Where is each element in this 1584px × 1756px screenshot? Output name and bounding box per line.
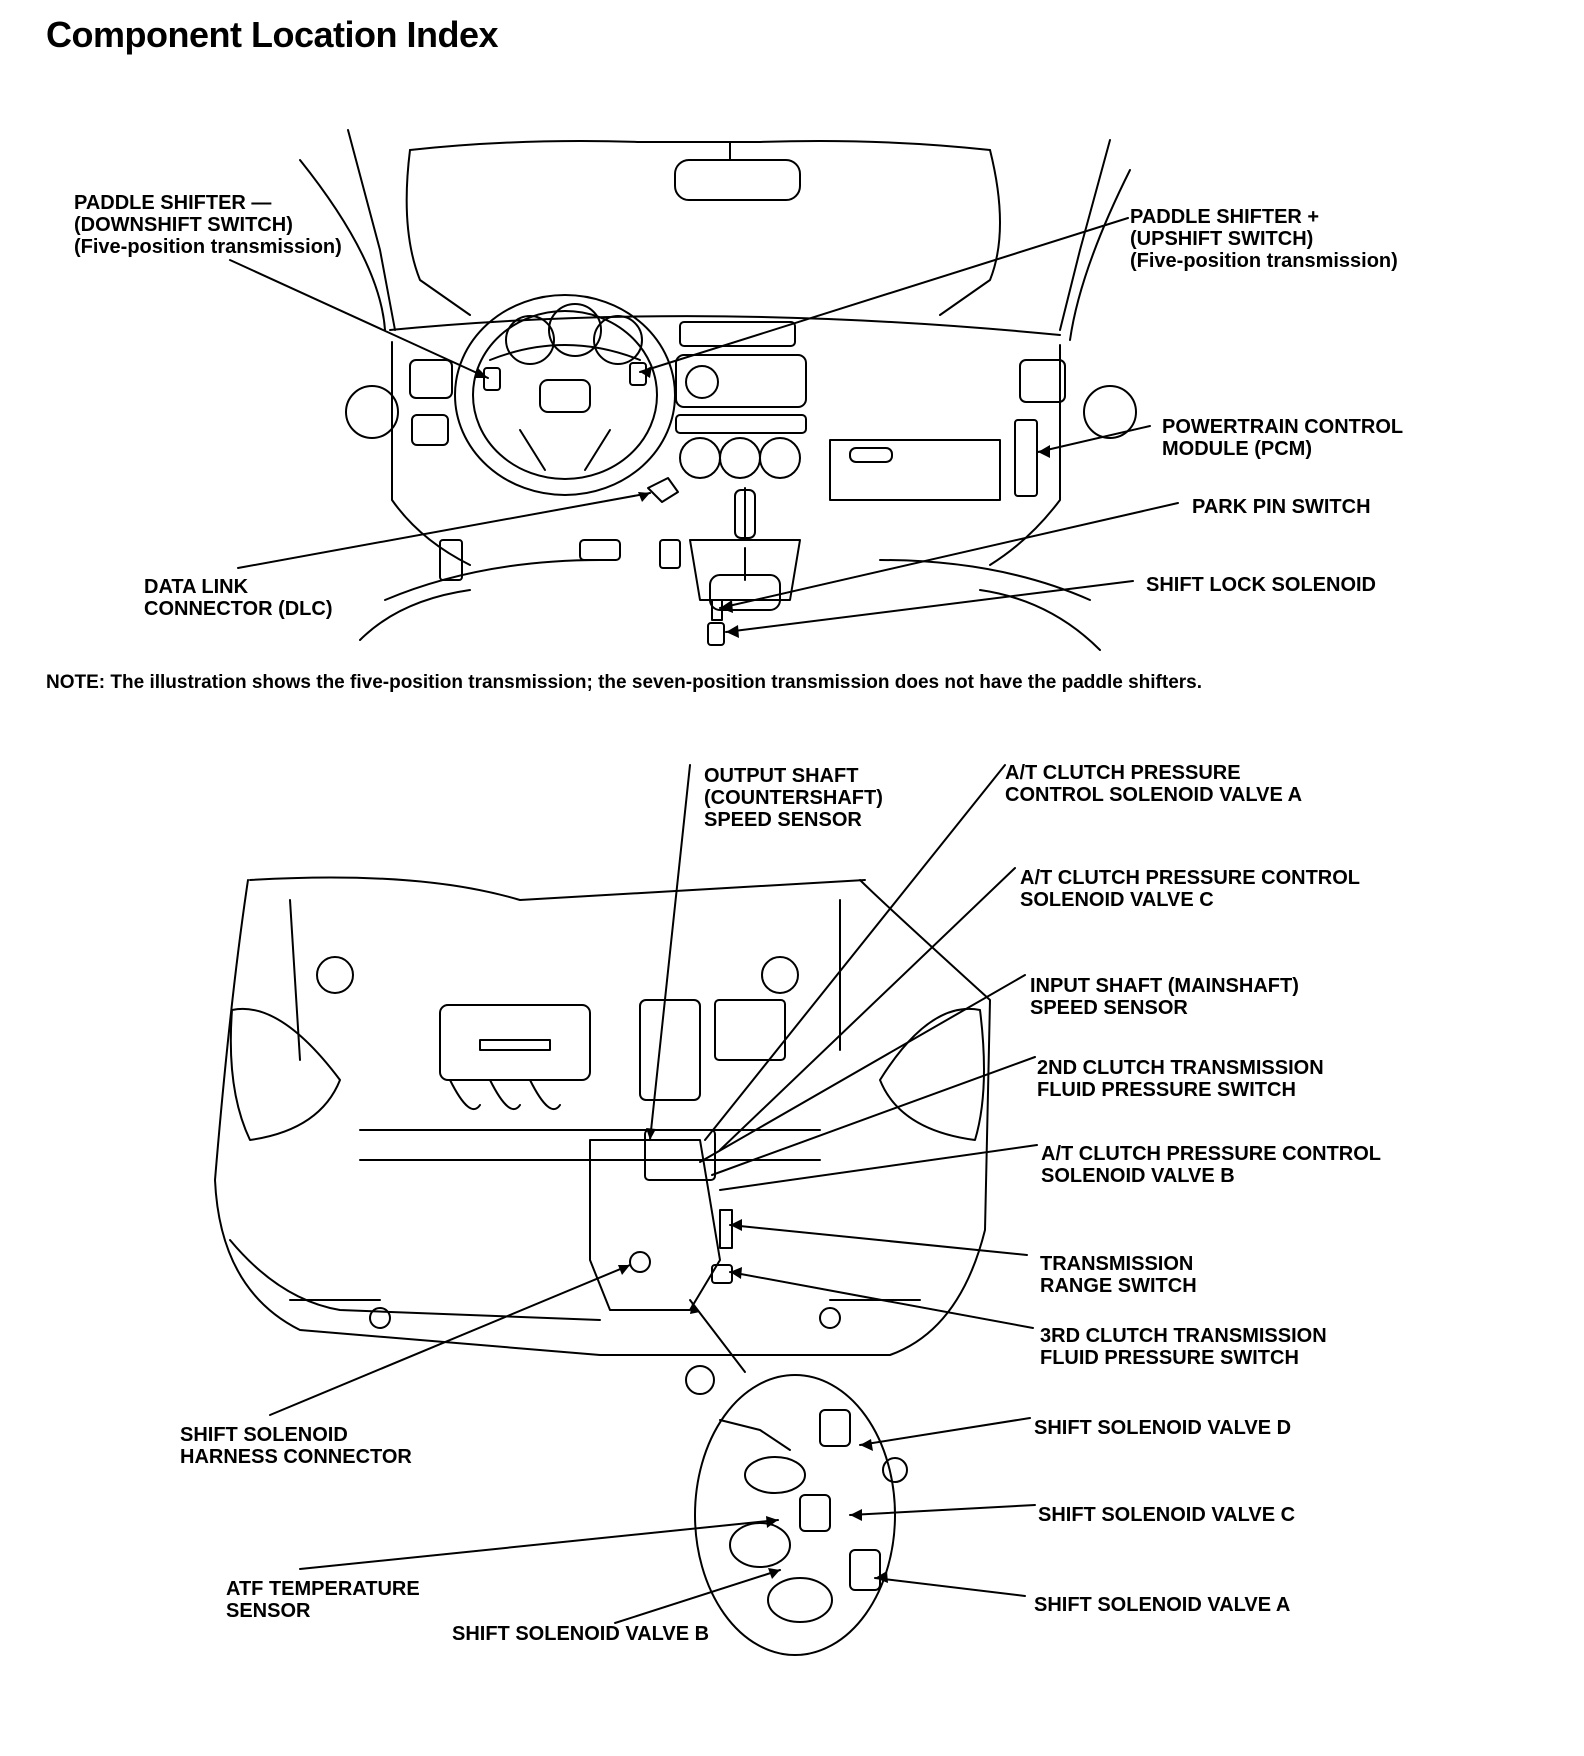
label-shift-solenoid-harness-connector: SHIFT SOLENOID HARNESS CONNECTOR (180, 1424, 412, 1468)
label-data-link-connector: DATA LINK CONNECTOR (DLC) (144, 576, 333, 620)
note-text: NOTE: The illustration shows the five-po… (46, 672, 1203, 693)
label-atc-pressure-solenoid-c: A/T CLUTCH PRESSURE CONTROL SOLENOID VAL… (1020, 867, 1360, 911)
arrowheads (475, 366, 1050, 1583)
engine-leader-lines (269, 764, 1038, 1624)
page-title: Component Location Index (46, 14, 499, 55)
label-powertrain-control-module: POWERTRAIN CONTROL MODULE (PCM) (1162, 416, 1404, 460)
interior-leader-lines (229, 217, 1179, 633)
label-transmission-range-switch: TRANSMISSION RANGE SWITCH (1040, 1253, 1197, 1297)
engine-bay-illustration (214, 876, 991, 1656)
label-shift-solenoid-b: SHIFT SOLENOID VALVE B (452, 1623, 710, 1645)
label-shift-solenoid-d: SHIFT SOLENOID VALVE D (1034, 1417, 1292, 1439)
label-shift-lock-solenoid: SHIFT LOCK SOLENOID (1146, 574, 1376, 596)
label-atc-pressure-solenoid-b: A/T CLUTCH PRESSURE CONTROL SOLENOID VAL… (1041, 1143, 1381, 1187)
label-shift-solenoid-a: SHIFT SOLENOID VALVE A (1034, 1594, 1291, 1616)
label-paddle-shifter-upshift: PADDLE SHIFTER + (UPSHIFT SWITCH) (Five-… (1130, 206, 1398, 272)
label-2nd-clutch-pressure-switch: 2ND CLUTCH TRANSMISSION FLUID PRESSURE S… (1037, 1057, 1324, 1101)
label-shift-solenoid-c: SHIFT SOLENOID VALVE C (1038, 1504, 1296, 1526)
label-atc-pressure-solenoid-a: A/T CLUTCH PRESSURE CONTROL SOLENOID VAL… (1005, 762, 1303, 806)
label-atf-temperature-sensor: ATF TEMPERATURE SENSOR (226, 1578, 420, 1622)
label-park-pin-switch: PARK PIN SWITCH (1192, 496, 1371, 518)
label-paddle-shifter-downshift: PADDLE SHIFTER — (DOWNSHIFT SWITCH) (Fiv… (74, 192, 342, 258)
interior-dashboard-illustration (299, 129, 1137, 651)
label-output-shaft-speed-sensor: OUTPUT SHAFT (COUNTERSHAFT) SPEED SENSOR (704, 765, 883, 831)
label-3rd-clutch-pressure-switch: 3RD CLUTCH TRANSMISSION FLUID PRESSURE S… (1040, 1325, 1327, 1369)
label-input-shaft-speed-sensor: INPUT SHAFT (MAINSHAFT) SPEED SENSOR (1030, 975, 1299, 1019)
